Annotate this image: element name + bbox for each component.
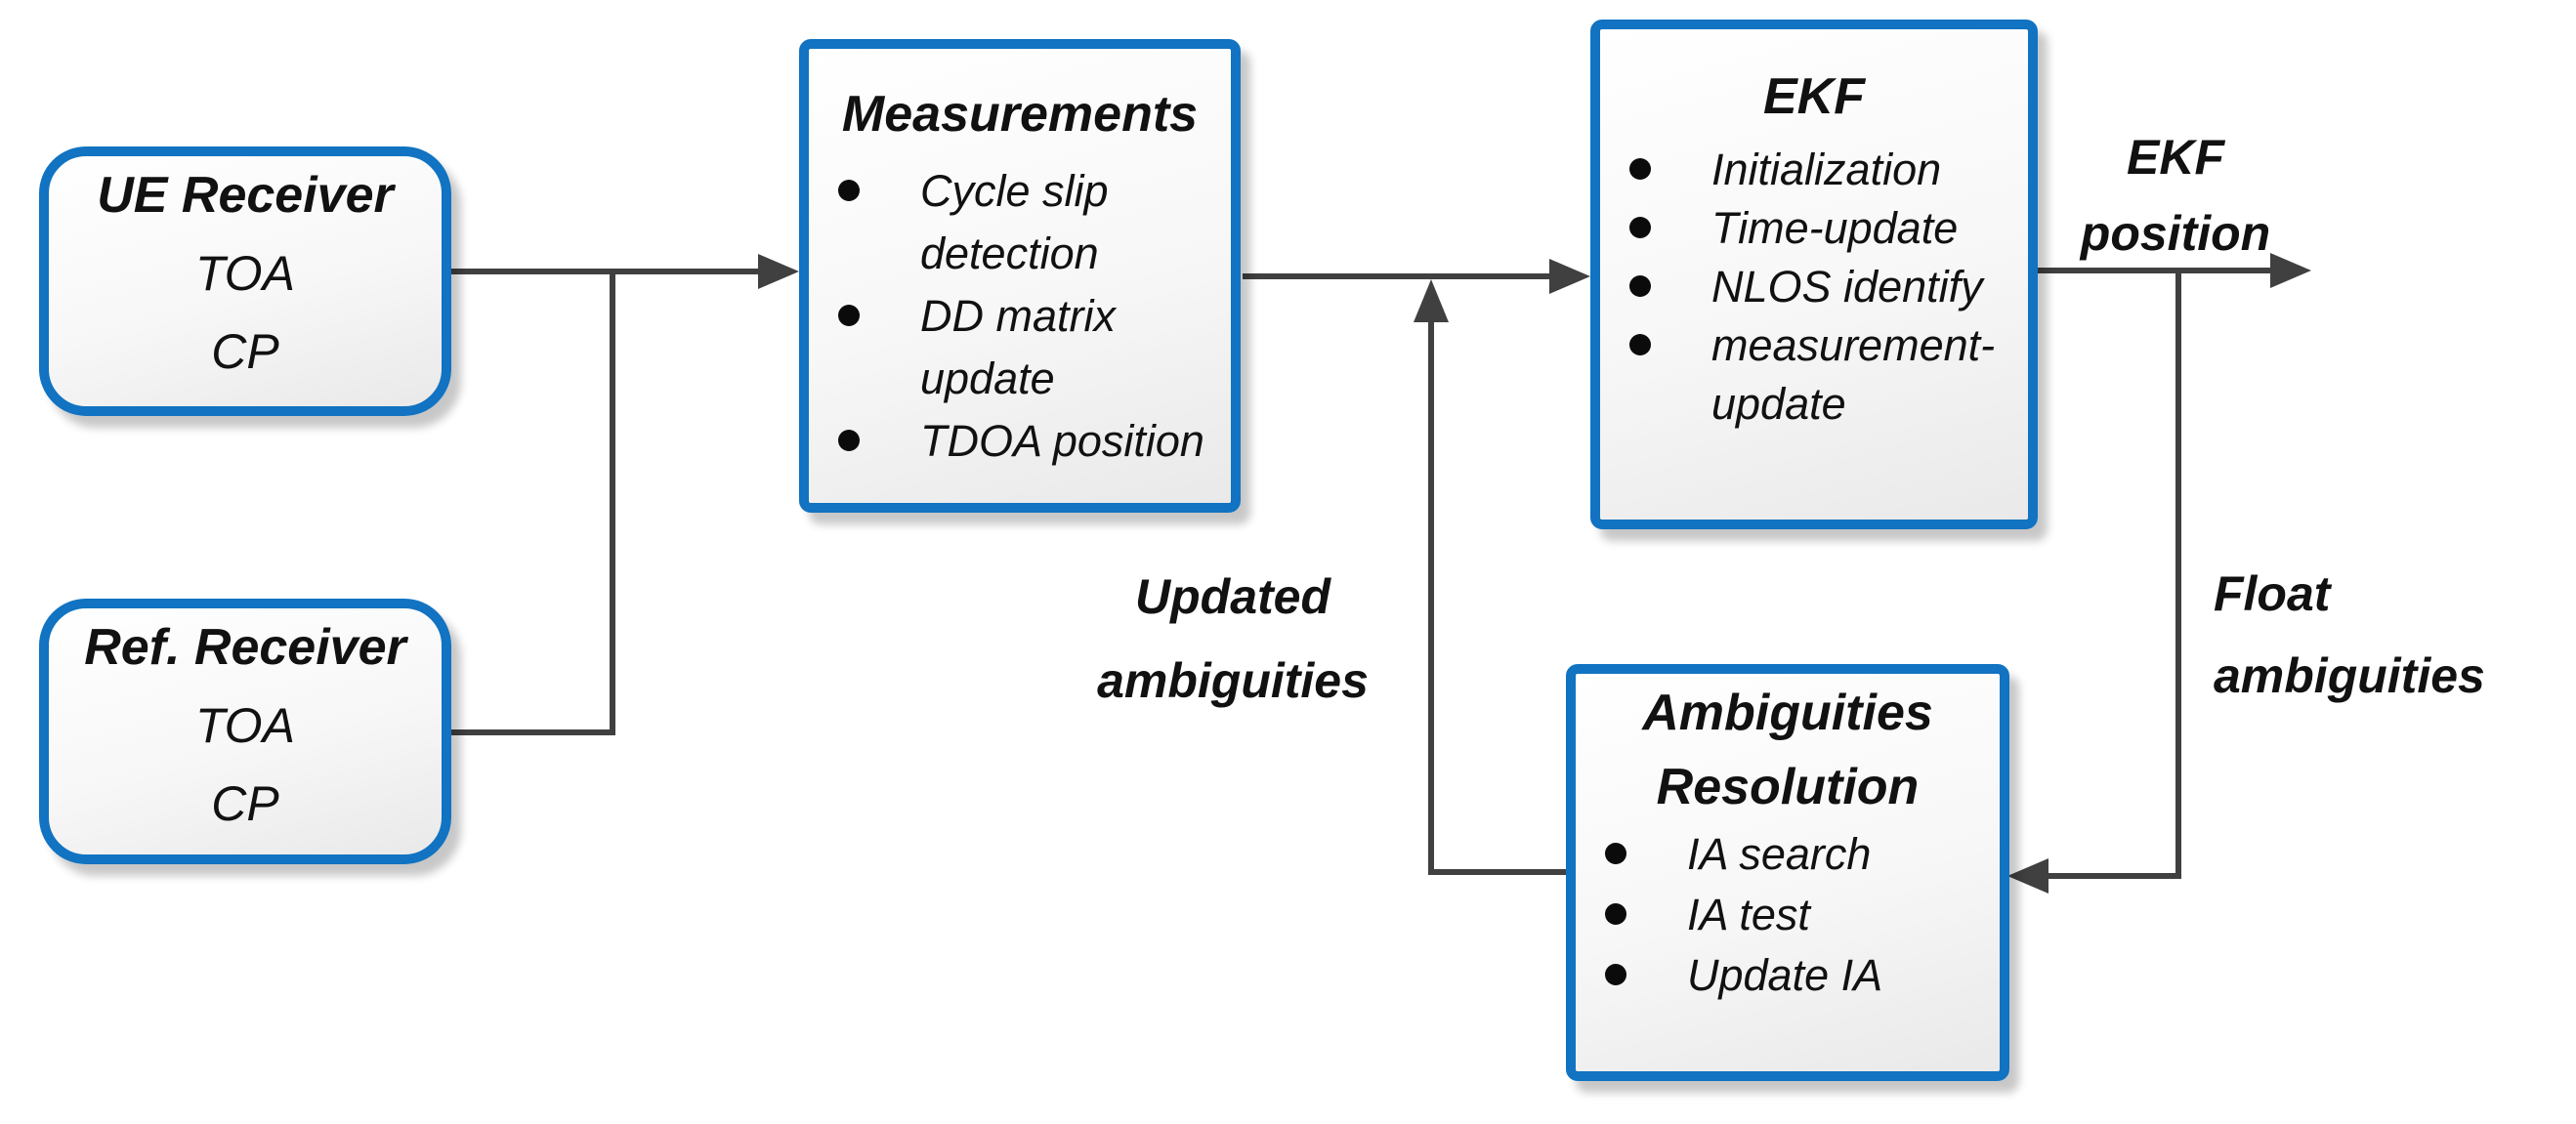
ref-receiver-title: Ref. Receiver: [84, 619, 406, 676]
bullet-icon: [838, 430, 860, 451]
ue-receiver-box: UE Receiver TOA CP: [39, 146, 451, 416]
ref-receiver-box: Ref. Receiver TOA CP: [39, 599, 451, 864]
list-item: IA search: [1576, 824, 2000, 885]
ref-receiver-lines: TOA CP: [195, 698, 295, 831]
list-item-text: IA search: [1687, 829, 1872, 879]
ambiguities-resolution-box: Ambiguities Resolution IA search IA test…: [1566, 664, 2009, 1081]
list-item: TDOA position: [809, 410, 1231, 473]
ekf-title: EKF: [1763, 68, 1865, 125]
list-item: Cycle slip detection: [809, 160, 1231, 285]
updated-ambiguities-label: Updated ambiguities: [1097, 569, 1369, 708]
arrowhead-updated-ambiguities: [1414, 279, 1449, 322]
ekf-list: Initialization Time-update NLOS identify…: [1600, 141, 2028, 434]
list-item-text: Cycle slip detection: [920, 166, 1109, 278]
list-item: DD matrix update: [809, 285, 1231, 410]
ref-merge-line: [446, 271, 615, 735]
list-item: Time-update: [1600, 199, 2028, 258]
bullet-icon: [1629, 158, 1651, 180]
arrowhead-ekf-position: [2270, 253, 2311, 288]
list-item-text: TDOA position: [920, 416, 1204, 466]
arrowhead-into-ambiguities-resolution: [2007, 858, 2048, 894]
list-item: Update IA: [1576, 945, 2000, 1006]
list-item: NLOS identify: [1600, 258, 2028, 316]
ambiguities-resolution-title: Ambiguities Resolution: [1642, 685, 1933, 815]
bullet-icon: [1605, 843, 1626, 864]
list-item: Initialization: [1600, 141, 2028, 199]
list-item-text: measurement- update: [1711, 320, 1996, 429]
ekf-box: EKF Initialization Time-update NLOS iden…: [1590, 20, 2038, 529]
bullet-icon: [1629, 217, 1651, 238]
bullet-icon: [1629, 275, 1651, 297]
ue-receiver-lines: TOA CP: [195, 246, 295, 379]
list-item-text: Update IA: [1687, 950, 1883, 1000]
float-ambiguities-label: Float ambiguities: [2214, 566, 2485, 703]
list-item-text: NLOS identify: [1711, 262, 1983, 312]
bullet-icon: [838, 305, 860, 326]
list-item-text: IA test: [1687, 890, 1810, 939]
bullet-icon: [1629, 334, 1651, 355]
arrowhead-into-ekf: [1549, 259, 1590, 294]
ekf-position-label: EKF position: [2080, 130, 2271, 261]
float-ambiguities-line: [2046, 271, 2181, 879]
updated-ambiguities-line: [1428, 322, 1566, 875]
measurements-box: Measurements Cycle slip detection DD mat…: [799, 39, 1241, 513]
measurements-list: Cycle slip detection DD matrix update TD…: [809, 160, 1231, 473]
measurements-title: Measurements: [841, 86, 1199, 143]
ue-receiver-title: UE Receiver: [97, 167, 394, 224]
bullet-icon: [838, 180, 860, 201]
arrowhead-into-measurements: [758, 254, 799, 289]
list-item-text: DD matrix update: [920, 291, 1116, 403]
bullet-icon: [1605, 964, 1626, 985]
list-item-text: Time-update: [1711, 203, 1959, 253]
ambiguities-resolution-list: IA search IA test Update IA: [1576, 824, 2000, 1006]
list-item: IA test: [1576, 885, 2000, 945]
list-item-text: Initialization: [1711, 145, 1942, 194]
list-item: measurement- update: [1600, 316, 2028, 434]
bullet-icon: [1605, 903, 1626, 925]
